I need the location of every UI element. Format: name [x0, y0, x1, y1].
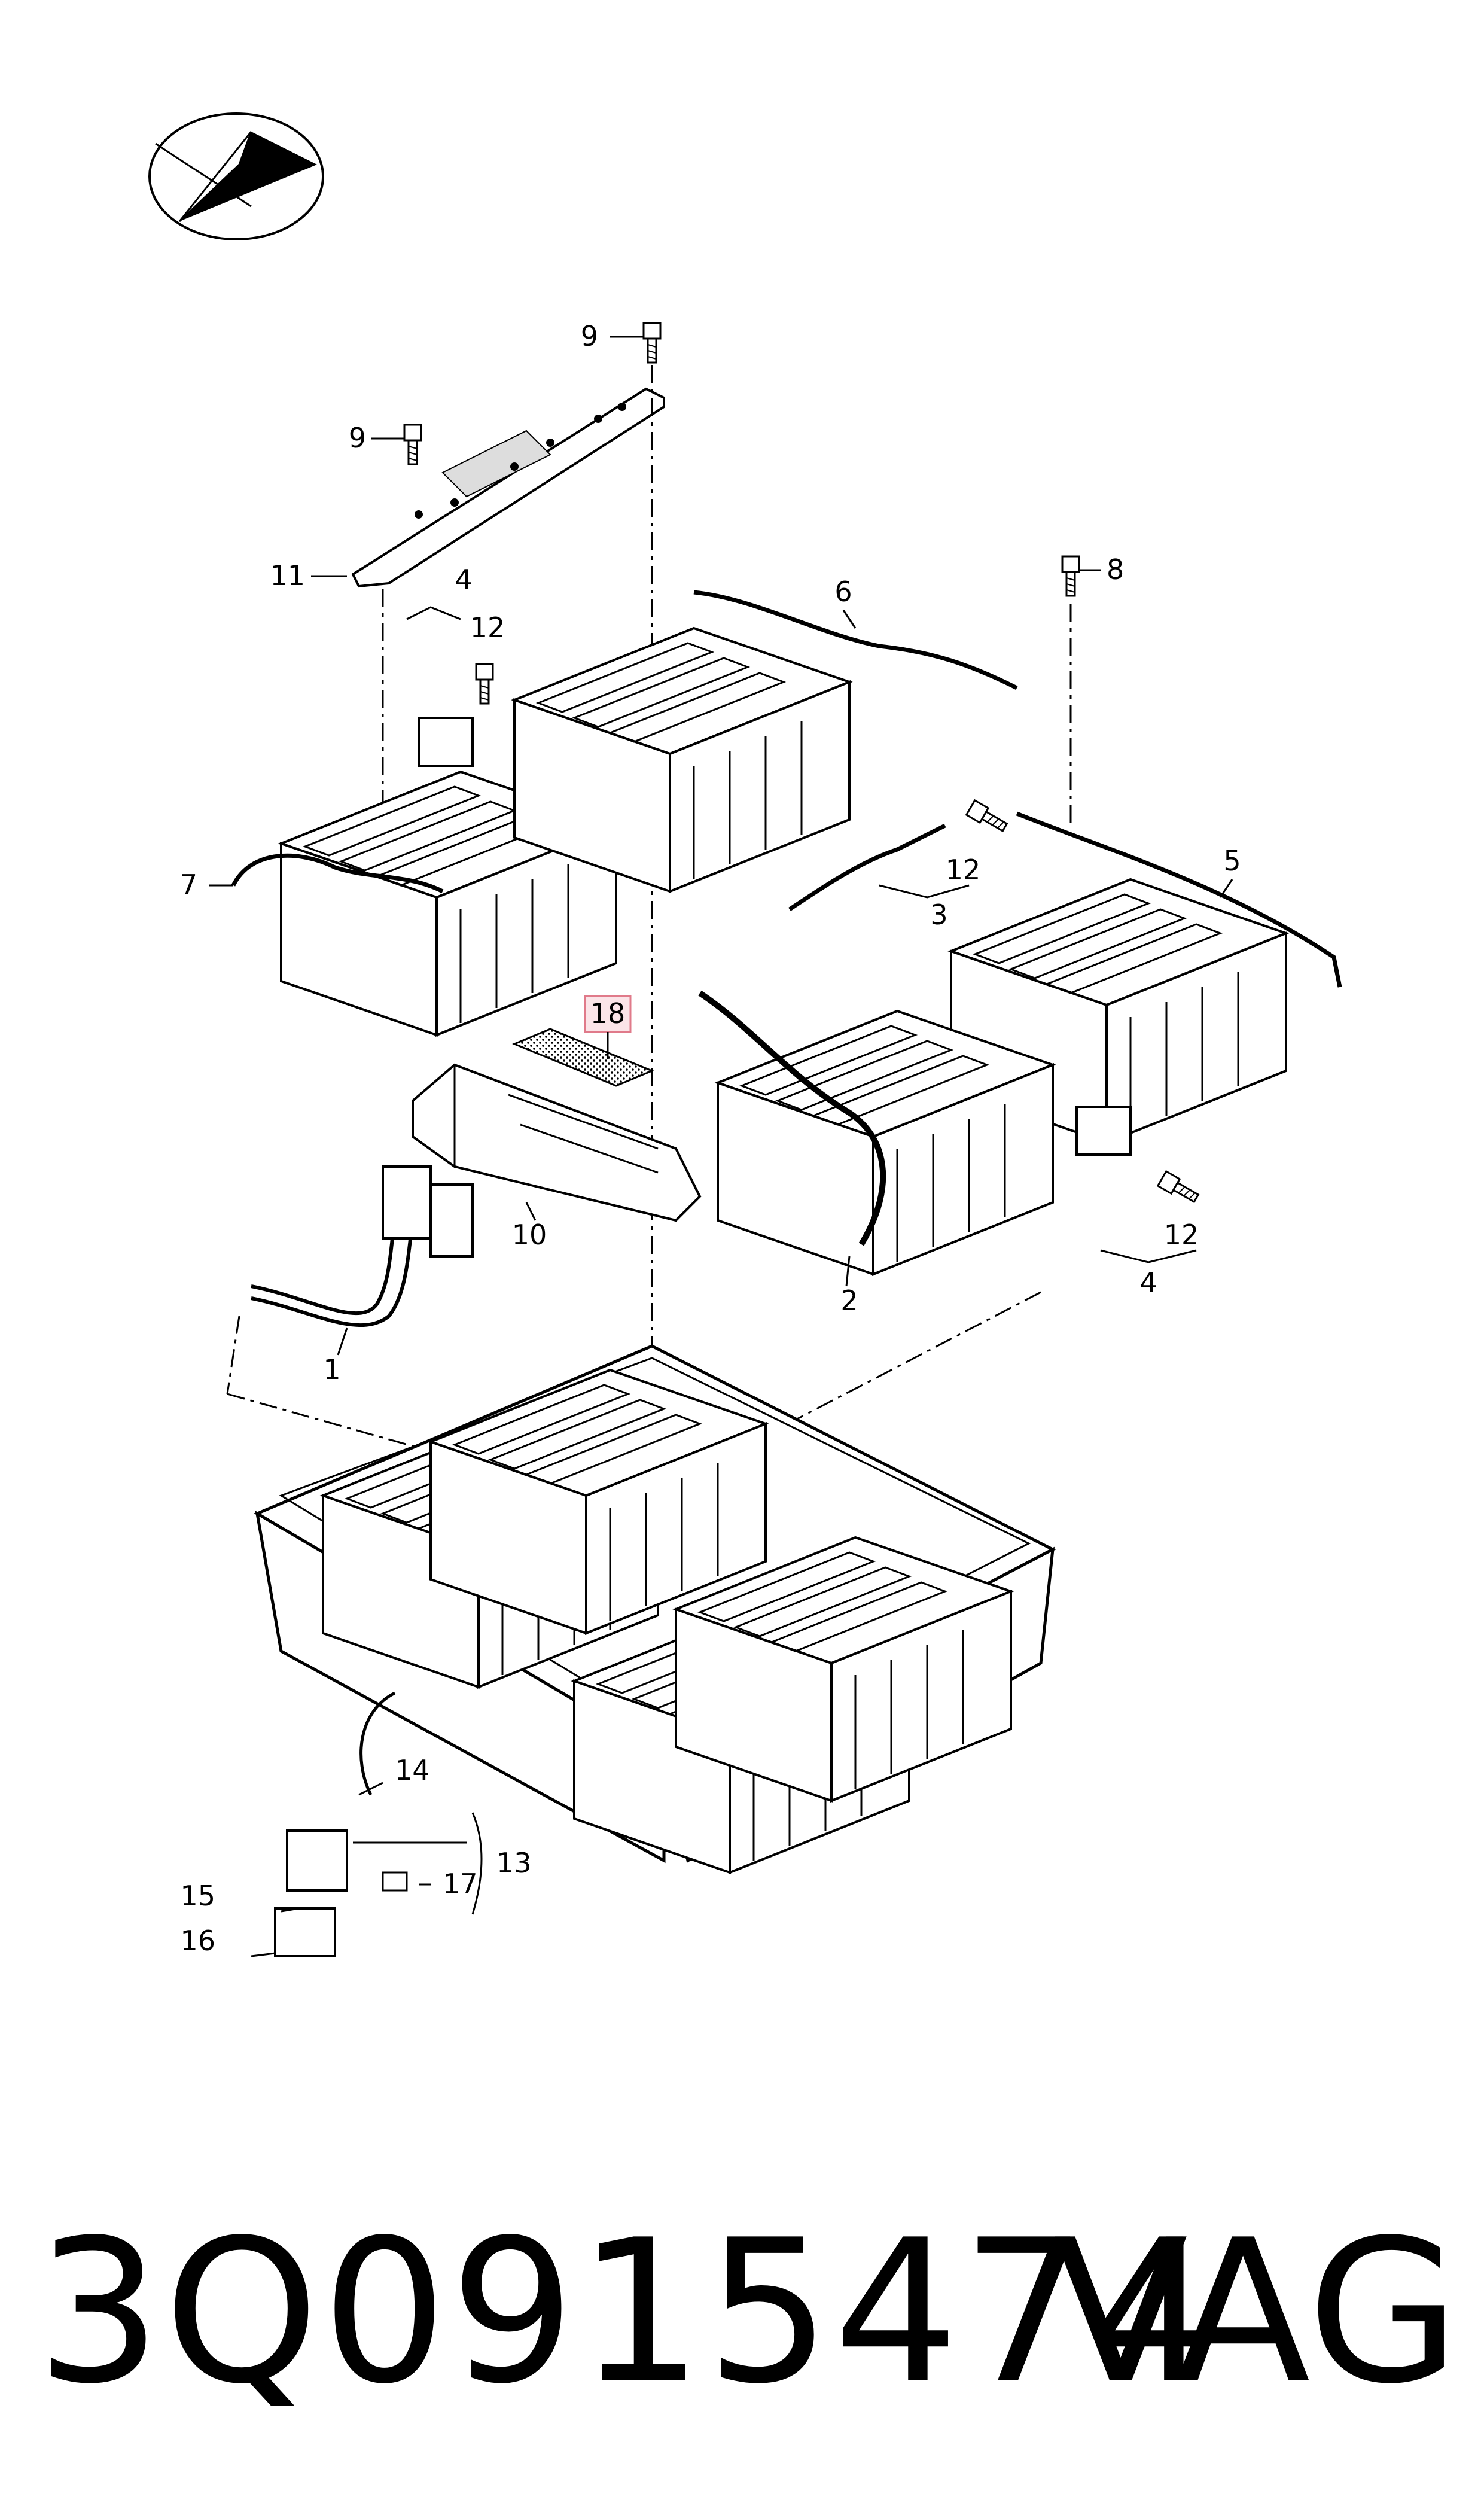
callout-13: 13 — [496, 1847, 532, 1879]
cable-2 — [698, 990, 886, 1246]
callout-5: 5 — [1223, 845, 1241, 877]
callout-18: 18 — [590, 997, 626, 1030]
connector-cable-1 — [251, 1165, 474, 1327]
callout-3: 3 — [930, 899, 947, 931]
battery-exploded-diagram: 9 9 8 11 4 12 6 12 3 5 7 18 10 2 12 4 1 … — [148, 112, 1342, 1957]
leader-lines — [209, 336, 1233, 1957]
callout-15: 15 — [180, 1880, 215, 1912]
callout-7: 7 — [180, 869, 197, 901]
sensor-assembly — [274, 1691, 483, 1957]
callout-10: 10 — [512, 1219, 547, 1251]
module-upper-middle — [513, 627, 851, 893]
callout-9-top: 9 — [581, 320, 598, 352]
callout-4-right: 4 — [1139, 1266, 1157, 1299]
brand-name: VAG — [1053, 2197, 1460, 2427]
callout-9-left: 9 — [349, 422, 366, 454]
callout-4-left: 4 — [455, 564, 472, 596]
cable-3 — [788, 823, 946, 911]
bracket-4-left — [418, 717, 474, 767]
callout-12-a: 12 — [470, 611, 505, 644]
thermal-pad — [512, 1028, 654, 1087]
cover-plate — [351, 387, 665, 588]
orientation-logo — [148, 112, 324, 240]
bolt-9-top — [642, 322, 662, 364]
part-number: 3Q0915474 — [36, 2197, 1218, 2427]
bolt-12-c — [1157, 1170, 1202, 1207]
callout-17: 17 — [443, 1868, 478, 1900]
cable-7 — [231, 853, 444, 894]
callout-6: 6 — [834, 576, 852, 608]
callout-1: 1 — [323, 1353, 340, 1386]
bolt-8 — [1061, 555, 1080, 597]
callout-8: 8 — [1107, 553, 1124, 586]
control-unit — [412, 1063, 702, 1222]
callout-12-c: 12 — [1164, 1219, 1199, 1251]
bracket-4-right — [1075, 1106, 1132, 1156]
bolt-12-b — [965, 799, 1010, 836]
callout-12-b: 12 — [946, 854, 981, 886]
bolt-9-left — [403, 424, 422, 465]
callout-2: 2 — [840, 1284, 858, 1317]
callout-14: 14 — [395, 1754, 430, 1786]
cable-6 — [693, 590, 1018, 690]
callout-11: 11 — [270, 559, 305, 592]
bolt-12-a — [475, 663, 494, 705]
highlight-label-18 — [584, 995, 632, 1059]
callout-16: 16 — [180, 1925, 215, 1957]
cable-5 — [1016, 811, 1342, 988]
